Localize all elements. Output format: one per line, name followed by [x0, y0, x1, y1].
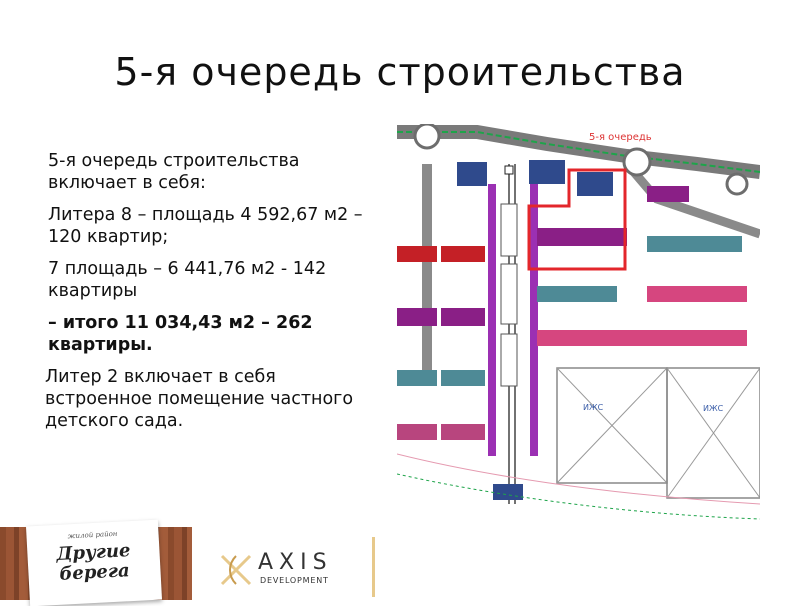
ijs-label-2: ИЖС: [703, 404, 724, 413]
logo-wordmark: Другие берега: [27, 540, 161, 587]
paragraph-total: – итого 11 034,43 м2 – 262 квартиры.: [48, 313, 313, 355]
paragraph-liter-7: 7 площадь – 6 441,76 м2 - 142 квартиры: [48, 259, 327, 301]
axis-brand: AXIS: [258, 550, 333, 575]
paragraph-kindergarten: Литер 2 включает в себя встроенное помещ…: [45, 367, 354, 431]
footer-band: жилой район Другие берега AXIS DEVELOPME…: [0, 519, 800, 606]
paragraph-intro: 5-я очередь строительства включает в себ…: [48, 151, 300, 193]
ijs-label-1: ИЖС: [583, 403, 604, 412]
slide-body: 5-я очередь строительства включает в себ…: [45, 150, 388, 442]
site-plan: 5-я очередь ИЖС ИЖС: [397, 124, 760, 522]
paragraph-liter-8: Литера 8 – площадь 4 592,67 м2 – 120 ква…: [48, 205, 363, 247]
stage-label: 5-я очередь: [589, 132, 652, 143]
slide-title: 5-я очередь строительства: [114, 50, 686, 94]
axis-brand-sub: DEVELOPMENT: [260, 576, 329, 585]
footer-divider: [372, 537, 375, 597]
logo-drugie-berega: жилой район Другие берега: [25, 519, 163, 606]
site-plan-drawing: 5-я очередь ИЖС ИЖС: [397, 124, 760, 522]
axis-logo-icon: [220, 554, 252, 586]
